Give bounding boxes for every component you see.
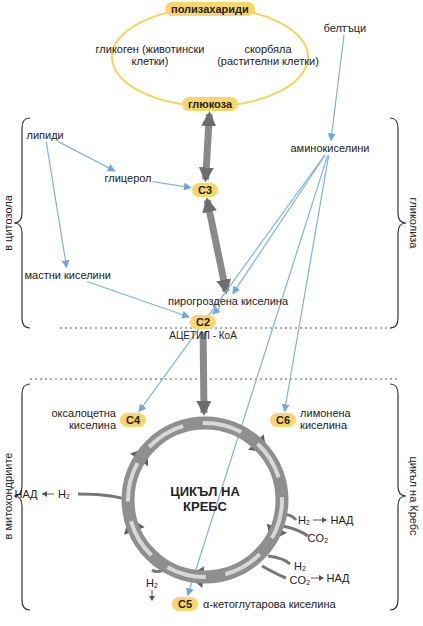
co2-branch — [262, 566, 286, 578]
small-arrowhead — [319, 575, 324, 581]
carbon-badge: C6лимонена киселина — [270, 413, 296, 428]
small-arrowhead — [149, 596, 155, 601]
node-text: пирогроздена киселина — [168, 295, 288, 307]
node-text: C5 — [178, 598, 192, 610]
cofactor-label: НАД — [14, 488, 37, 500]
co2-branch — [283, 526, 308, 536]
hydrogen-label: H₂ — [146, 577, 158, 589]
node-text: полизахариди — [171, 3, 249, 15]
node-text: глюкоза — [188, 98, 232, 110]
hydrogen-label: H₂ — [298, 514, 310, 526]
nad-branch — [78, 494, 128, 500]
cofactor-label: НАД — [330, 514, 353, 526]
substance-label: скорбяла (растителни клетки) — [213, 43, 323, 68]
node-text: мастни киселини — [25, 269, 112, 281]
conversion-arrow — [46, 142, 66, 267]
substance-label: глицерол — [105, 172, 152, 185]
node-text: C3 — [198, 184, 212, 196]
conversion-arrow — [331, 35, 344, 140]
substance-label: мастни киселини — [25, 269, 112, 282]
conversion-arrow — [233, 155, 325, 294]
compartment-label: в митохондриите — [2, 453, 14, 540]
carbon-badge: C3 — [192, 183, 218, 198]
substance-badge: глюкоза — [182, 97, 238, 112]
conversion-arrow — [188, 155, 328, 595]
node-text: C6 — [276, 414, 290, 426]
category-badge: полизахариди — [165, 2, 255, 17]
node-text: скорбяла (растителни клетки) — [217, 43, 319, 68]
hydrogen-label: H₂ — [58, 488, 70, 500]
glycolysis-bracket — [390, 118, 406, 328]
node-caption: α-кетоглутарова киселина — [203, 597, 336, 610]
main-pathway-arrow — [200, 332, 208, 413]
node-text: гликоген (животински клетки) — [96, 43, 205, 68]
process-label: гликолиза — [408, 198, 420, 249]
node-text: C2 — [196, 316, 210, 328]
substance-label: пирогроздена киселина — [168, 295, 288, 308]
carbon-badge: C4оксалоцетна киселина — [120, 413, 146, 428]
node-text: аминокиселини — [291, 142, 370, 154]
small-arrowhead — [42, 491, 47, 497]
conversion-arrow — [285, 155, 329, 411]
node-caption: лимонена киселина — [300, 407, 372, 432]
node-caption: АЦЕТИЛ - КоА — [169, 330, 237, 342]
node-caption: оксалоцетна киселина — [44, 407, 116, 432]
node-text: липиди — [27, 129, 64, 141]
substance-label: липиди — [27, 129, 64, 142]
node-text: C4 — [126, 414, 140, 426]
node-text: глицерол — [105, 172, 152, 184]
co2-label: CO₂ — [290, 574, 311, 586]
hydrogen-label: H₂ — [294, 560, 306, 572]
substance-label: белтъци — [324, 22, 367, 35]
node-text: ЦИКЪЛ НА КРЕБС — [165, 415, 245, 585]
compartment-label: в цитозола — [2, 195, 14, 251]
process-label: цикъл на Кребс — [408, 456, 420, 535]
main-pathway-arrow — [207, 200, 226, 292]
conversion-arrow — [139, 155, 325, 412]
carbon-badge: C2АЦЕТИЛ - КоА — [190, 315, 216, 330]
conversion-arrow — [153, 182, 192, 188]
krebs-bracket — [390, 384, 406, 610]
carbon-badge: C5α-кетоглутарова киселина — [172, 597, 198, 612]
cytosol-bracket — [14, 118, 30, 328]
compartment-divider — [60, 328, 392, 329]
krebs-cycle-circle: ЦИКЪЛ НА КРЕБС — [120, 415, 290, 585]
co2-label: CO₂ — [308, 532, 329, 544]
conversion-arrow — [58, 142, 115, 171]
substance-label: аминокиселини — [291, 142, 370, 155]
nad-branch — [268, 556, 290, 564]
main-pathway-arrow — [206, 114, 210, 179]
cofactor-label: НАД — [326, 572, 349, 584]
substance-label: гликоген (животински клетки) — [95, 43, 205, 68]
small-arrowhead — [322, 517, 327, 523]
compartment-divider — [30, 379, 400, 380]
node-text: белтъци — [324, 22, 367, 34]
